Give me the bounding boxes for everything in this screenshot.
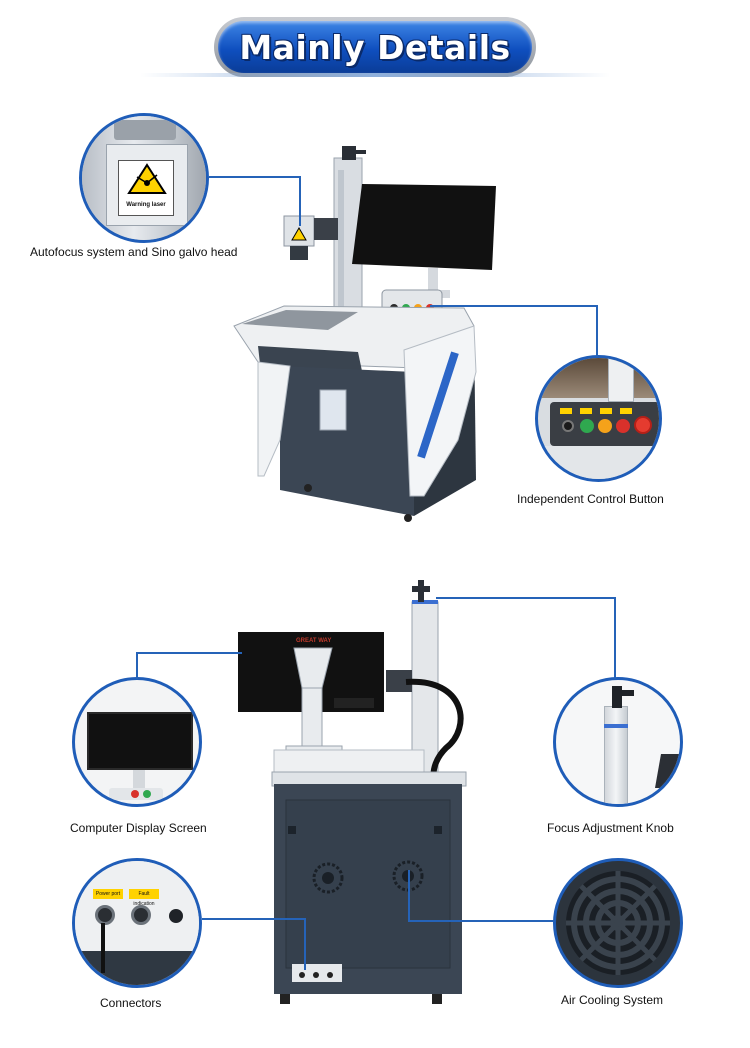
warning-sign-label: Warning laser — [126, 202, 166, 208]
button-black — [562, 420, 574, 432]
caption-focus-knob: Focus Adjustment Knob — [547, 821, 674, 835]
caption-air-cooling: Air Cooling System — [561, 993, 664, 1007]
section-title: Mainly Details — [239, 27, 511, 67]
section-banner: Mainly Details — [214, 17, 536, 77]
inset-control-buttons — [535, 355, 662, 482]
inset-connectors: Power port Fault indication — [72, 858, 202, 988]
monitor-brand: GREAT WAY — [296, 638, 332, 644]
label-fault-indication: Fault indication — [129, 889, 159, 907]
signal-connector — [131, 905, 151, 925]
bottom-machine-illustration: GREAT WAY — [236, 578, 476, 1008]
banner-underline — [140, 73, 610, 77]
warning-sign: Warning laser — [118, 160, 174, 216]
inset-galvo-head: Warning laser — [79, 113, 209, 243]
button-green — [580, 419, 594, 433]
button-emergency — [634, 416, 652, 434]
label-power-port: Power port — [93, 889, 123, 899]
caption-control-buttons: Independent Control Button — [517, 492, 664, 506]
inset-display-screen — [72, 677, 202, 807]
fan-grille-icon — [566, 871, 670, 975]
inset-focus-knob — [553, 677, 683, 807]
top-machine-illustration — [228, 140, 498, 530]
caption-galvo-head: Autofocus system and Sino galvo head — [30, 245, 238, 259]
caption-connectors: Connectors — [100, 996, 162, 1010]
button-red — [616, 419, 630, 433]
button-orange — [598, 419, 612, 433]
inset-air-cooling — [553, 858, 683, 988]
power-connector — [95, 905, 115, 925]
caption-display-screen: Computer Display Screen — [70, 821, 207, 835]
